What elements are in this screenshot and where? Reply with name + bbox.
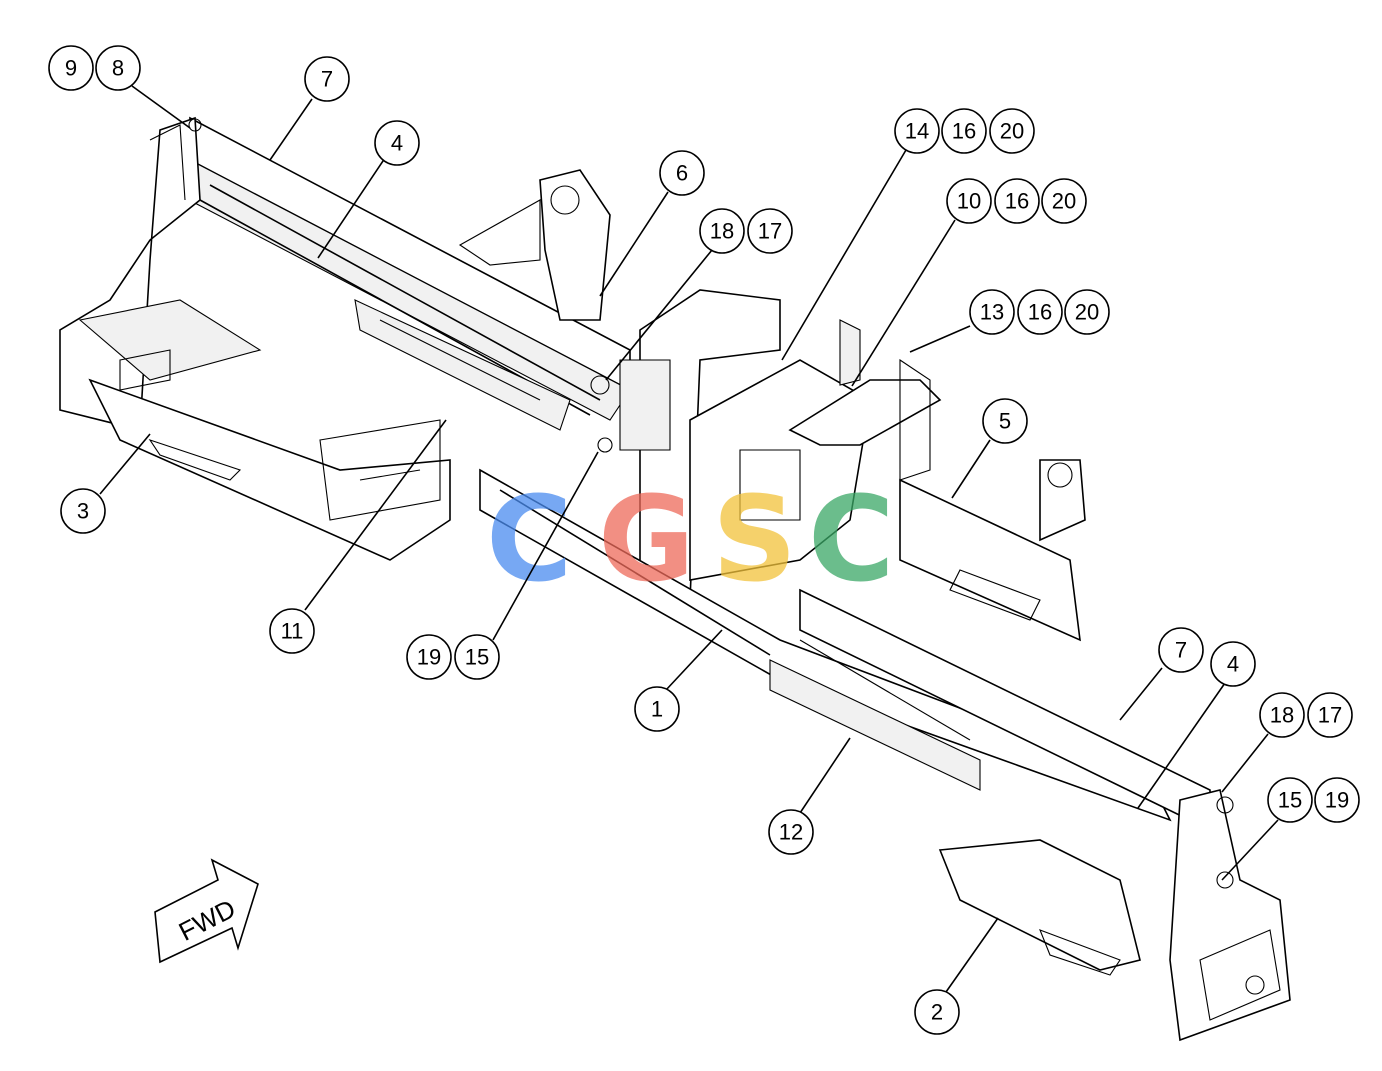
svg-text:16: 16	[1005, 189, 1029, 214]
callout-20: 20	[1064, 289, 1110, 335]
leader-lines	[99, 85, 1279, 993]
watermark-letter-4: C	[808, 470, 895, 608]
callout-1: 1	[634, 686, 680, 732]
callout-7: 7	[1158, 627, 1204, 673]
svg-text:19: 19	[1325, 788, 1349, 813]
callout-10: 10	[946, 178, 992, 224]
svg-text:3: 3	[77, 499, 89, 524]
callout-19: 19	[406, 634, 452, 680]
svg-text:4: 4	[1227, 652, 1239, 677]
callout-20: 20	[1041, 178, 1087, 224]
svg-text:20: 20	[1075, 300, 1099, 325]
svg-text:9: 9	[65, 56, 77, 81]
callout-12: 12	[768, 809, 814, 855]
svg-text:16: 16	[1028, 300, 1052, 325]
callout-16: 16	[994, 178, 1040, 224]
callout-13: 13	[969, 289, 1015, 335]
svg-text:8: 8	[112, 56, 124, 81]
callout-4: 4	[1210, 641, 1256, 687]
callout-17: 17	[747, 208, 793, 254]
callout-7: 7	[304, 56, 350, 102]
svg-text:6: 6	[676, 161, 688, 186]
svg-text:13: 13	[980, 300, 1004, 325]
svg-text:18: 18	[710, 219, 734, 244]
callout-15: 15	[454, 634, 500, 680]
callout-9: 9	[48, 45, 94, 91]
svg-text:20: 20	[1000, 119, 1024, 144]
callout-15: 15	[1267, 777, 1313, 823]
svg-text:17: 17	[1318, 703, 1342, 728]
callout-14: 14	[894, 108, 940, 154]
callout-8: 8	[95, 45, 141, 91]
callout-2: 2	[914, 989, 960, 1035]
svg-text:10: 10	[957, 189, 981, 214]
svg-text:7: 7	[1175, 638, 1187, 663]
svg-text:18: 18	[1270, 703, 1294, 728]
frame-assembly	[59, 116, 1291, 1042]
svg-text:5: 5	[999, 409, 1011, 434]
callout-19: 19	[1314, 777, 1360, 823]
watermark-letter-1: C	[486, 470, 573, 608]
watermark: C G S C	[486, 470, 895, 608]
callout-11: 11	[269, 608, 315, 654]
svg-text:19: 19	[417, 645, 441, 670]
callout-16: 16	[1017, 289, 1063, 335]
callout-5: 5	[982, 398, 1028, 444]
callout-3: 3	[60, 488, 106, 534]
callout-6: 6	[659, 150, 705, 196]
callout-18: 18	[699, 208, 745, 254]
svg-text:12: 12	[779, 820, 803, 845]
svg-text:17: 17	[758, 219, 782, 244]
watermark-letter-3: S	[712, 470, 797, 608]
svg-text:7: 7	[321, 67, 333, 92]
svg-text:20: 20	[1052, 189, 1076, 214]
svg-text:15: 15	[465, 645, 489, 670]
callout-16: 16	[941, 108, 987, 154]
svg-text:11: 11	[281, 619, 304, 644]
callout-18: 18	[1259, 692, 1305, 738]
forward-arrow-icon: FWD	[154, 858, 259, 964]
svg-text:14: 14	[905, 119, 929, 144]
callouts: 9 8 7 4 6 18 17 14 16 20 10 16 20 13 16 …	[48, 45, 1360, 1035]
svg-text:1: 1	[651, 697, 663, 722]
watermark-letter-2: G	[598, 470, 695, 608]
svg-text:16: 16	[952, 119, 976, 144]
svg-text:2: 2	[931, 1000, 943, 1025]
callout-20: 20	[989, 108, 1035, 154]
callout-4: 4	[374, 120, 420, 166]
svg-text:4: 4	[391, 131, 403, 156]
svg-text:15: 15	[1278, 788, 1302, 813]
callout-17: 17	[1307, 692, 1353, 738]
